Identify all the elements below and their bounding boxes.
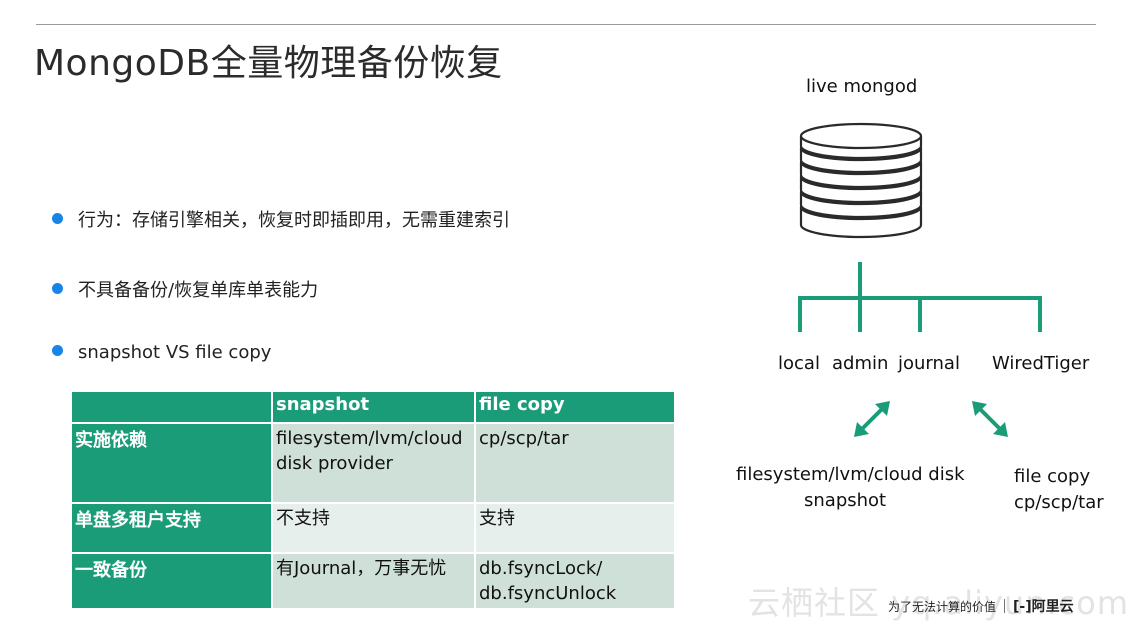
table-cell: 不支持 [271,502,476,554]
filecopy-label-line1: file copy [1014,466,1091,487]
footer-brand: 为了无法计算的价值 [-]阿里云 [888,596,1074,616]
filecopy-label-line2: cp/scp/tar [1014,492,1104,513]
table-header-file-copy: file copy [474,390,676,424]
table-cell: 有Journal，万事无忧 [271,552,476,610]
cell-line: db.fsyncUnlock [479,583,617,604]
footer-logo-text: 阿里云 [1031,599,1074,615]
row-label: 单盘多租户支持 [70,502,273,554]
row-label: 实施依赖 [70,422,273,504]
bullet-dot-icon [52,283,63,294]
cell-line: 支持 [479,508,515,529]
db-label: live mongod [806,76,918,97]
bullet-text: 行为：存储引擎相关，恢复时即插即用，无需重建索引 [78,210,510,231]
cell-line: cp/scp/tar [479,428,569,449]
aliyun-logo-icon: [-] [1013,599,1032,615]
cell-line: db.fsyncLock/ [479,558,603,579]
cell-line: filesystem/lvm/cloud [276,428,463,449]
bidirectional-arrow-icon [854,401,890,437]
bullet-dot-icon [52,345,63,356]
dir-label-admin: admin [832,353,889,374]
row-label: 一致备份 [70,552,273,610]
bullet-text: snapshot VS file copy [78,342,272,363]
table-cell: 支持 [474,502,676,554]
bullet-item: snapshot VS file copy [52,342,271,363]
cell-line: 不支持 [276,508,330,529]
bidirectional-arrow-icon [972,401,1008,437]
table-row: 一致备份 有Journal，万事无忧 db.fsyncLock/db.fsync… [70,552,676,610]
comparison-table: snapshot file copy 实施依赖 filesystem/lvm/c… [70,390,676,610]
database-stack-icon [799,122,923,239]
top-rule [36,24,1096,25]
snapshot-label-line2: snapshot [804,490,887,511]
footer-divider [1004,599,1006,613]
watermark: 云栖社区 yq.aliyun.com [748,584,1130,622]
directory-tree [798,262,1042,332]
dir-label-wiredtiger: WiredTiger [992,353,1090,374]
table-header-row: snapshot file copy [70,390,676,424]
dir-label-local: local [778,353,820,374]
table-cell: filesystem/lvm/cloud disk provider [271,422,476,504]
table-row: 单盘多租户支持 不支持 支持 [70,502,676,554]
cell-line: disk provider [276,453,393,474]
table-cell: db.fsyncLock/db.fsyncUnlock [474,552,676,610]
table-header-empty [70,390,273,424]
slide-title: MongoDB全量物理备份恢复 [34,43,503,84]
footer-slogan: 为了无法计算的价值 [888,600,997,614]
dir-label-journal: journal [898,353,960,374]
cell-line: 有Journal，万事无忧 [276,558,447,579]
table-cell: cp/scp/tar [474,422,676,504]
snapshot-label-line1: filesystem/lvm/cloud disk [736,464,965,485]
bullet-item: 行为：存储引擎相关，恢复时即插即用，无需重建索引 [52,206,510,232]
bullet-text: 不具备备份/恢复单库单表能力 [78,280,319,301]
bullet-item: 不具备备份/恢复单库单表能力 [52,276,318,302]
bullet-dot-icon [52,213,63,224]
table-header-snapshot: snapshot [271,390,476,424]
table-row: 实施依赖 filesystem/lvm/cloud disk provider c… [70,422,676,504]
